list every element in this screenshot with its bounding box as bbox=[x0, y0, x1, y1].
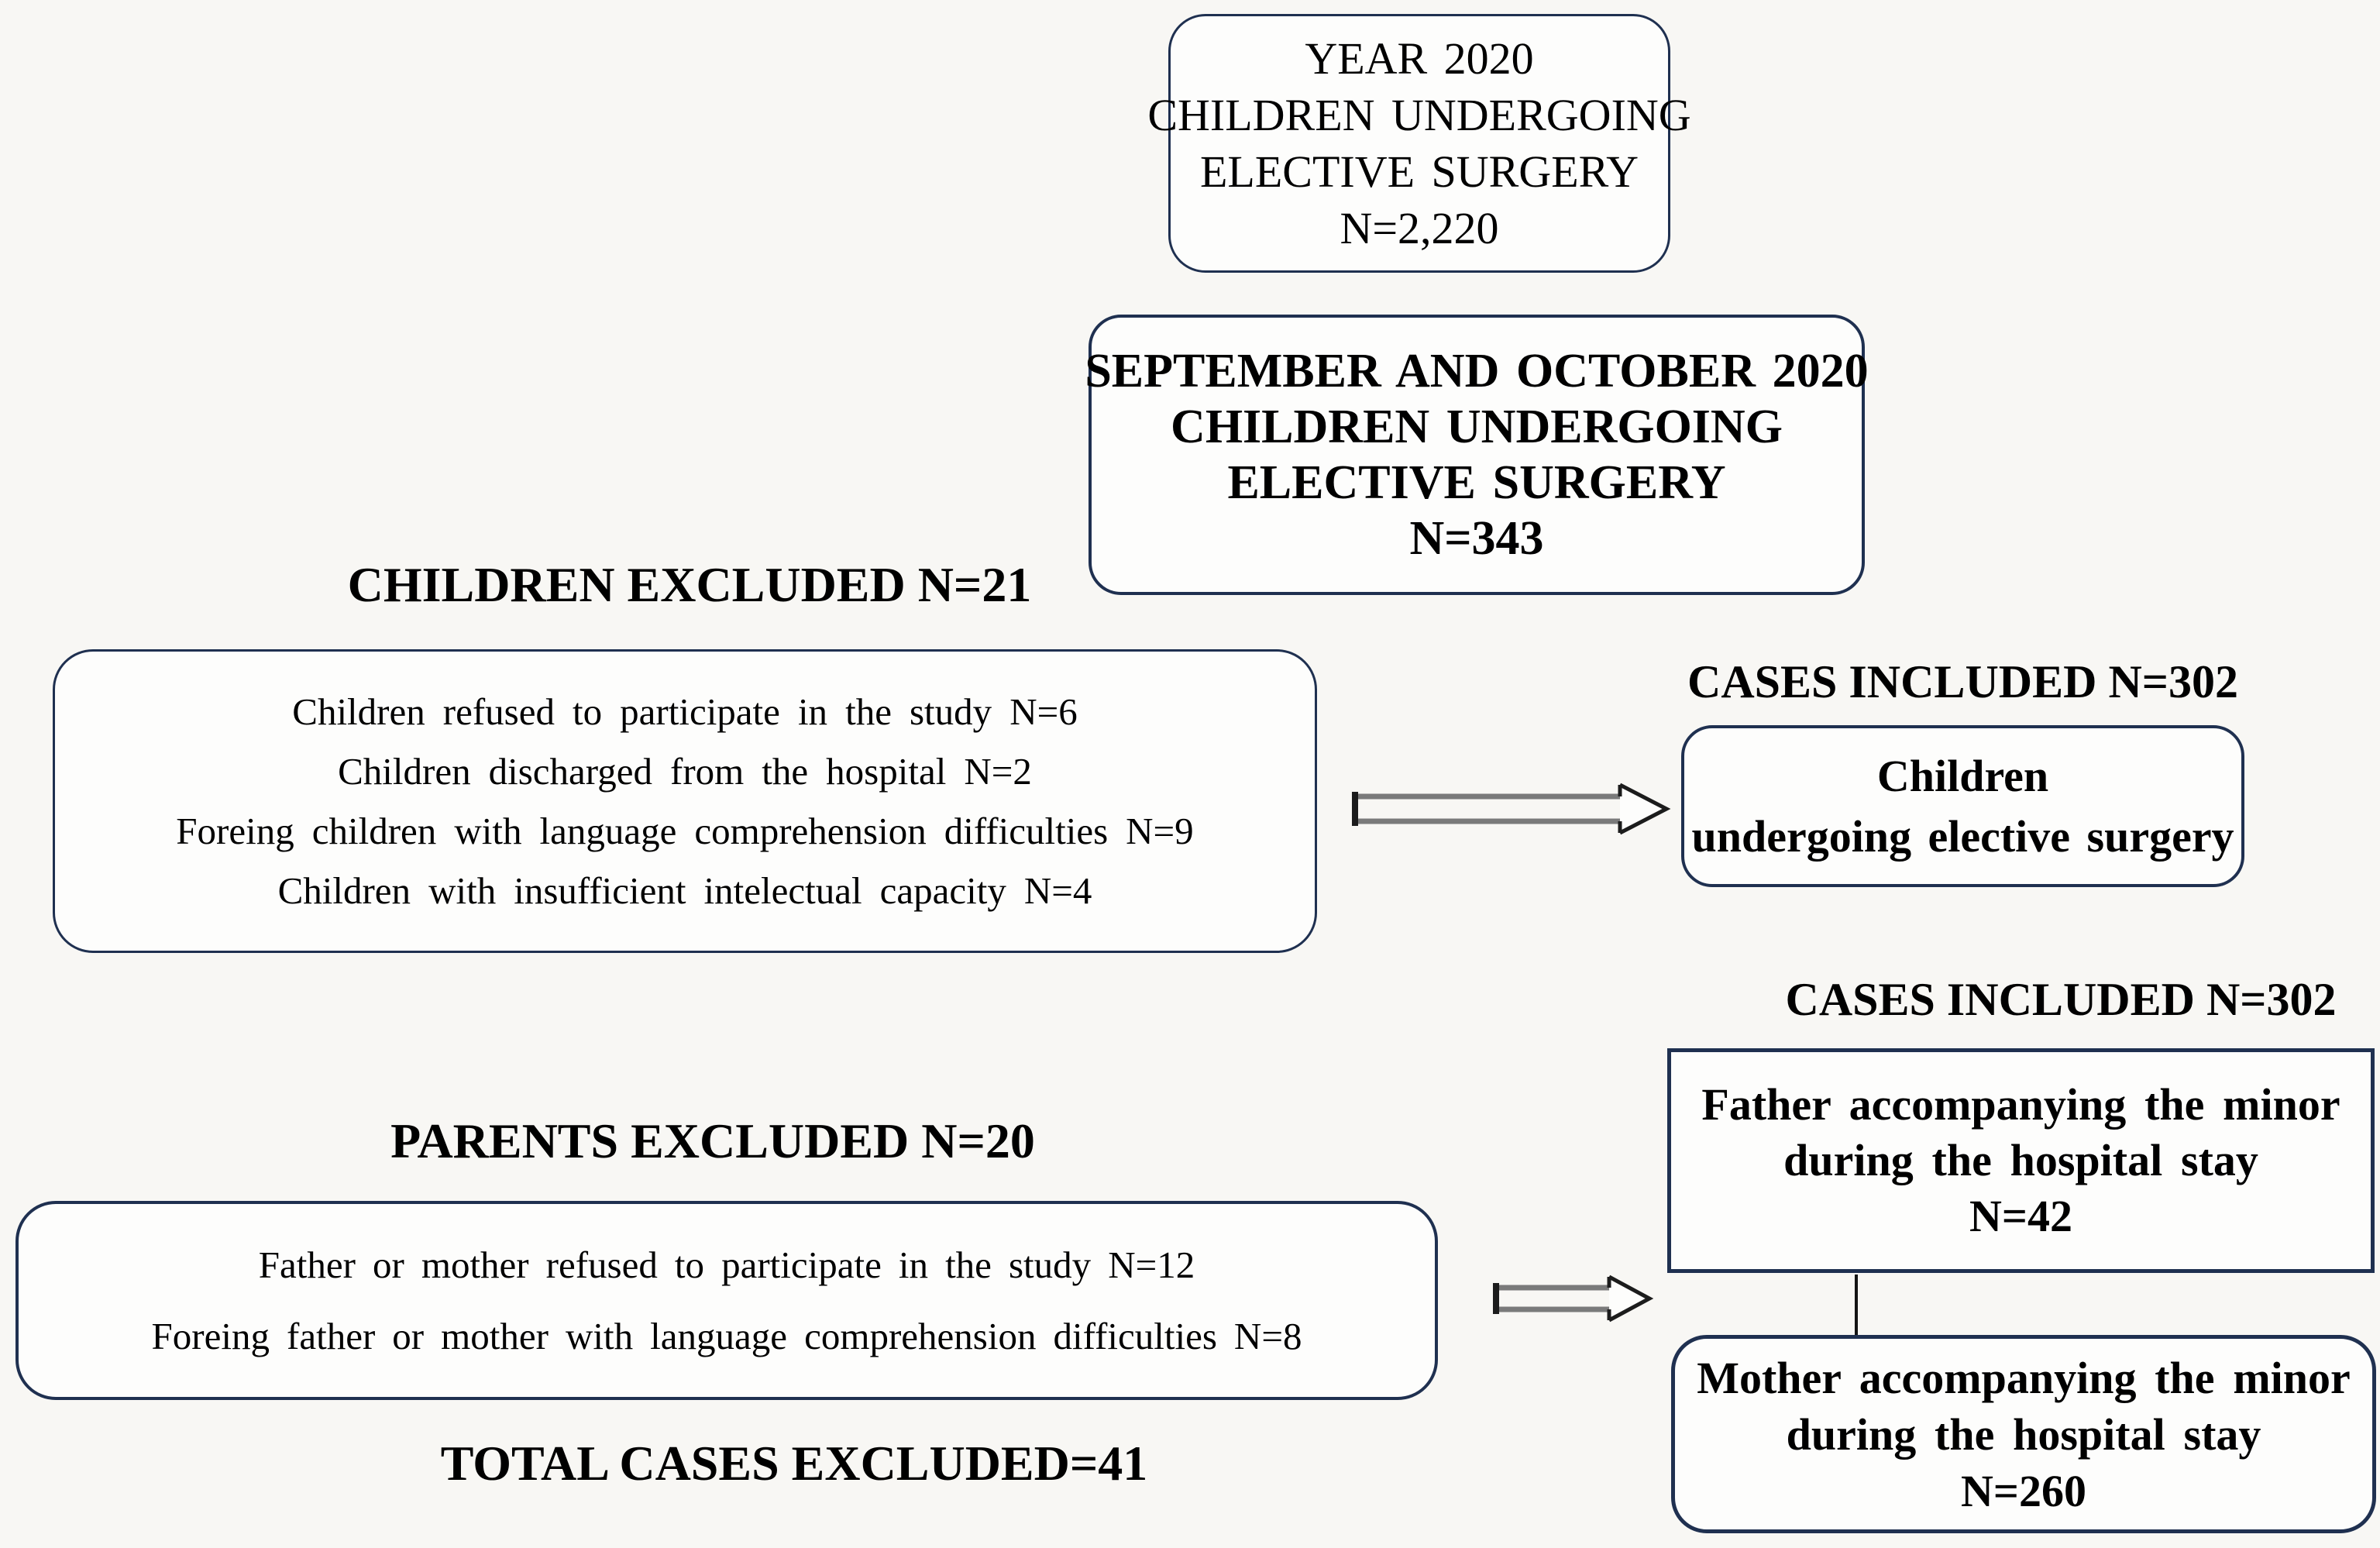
box-line: CHILDREN UNDERGOING bbox=[1171, 401, 1783, 453]
box-line: during the hospital stay bbox=[1786, 1409, 2261, 1460]
box-line: undergoing elective surgery bbox=[1691, 810, 2234, 862]
box-line: Mother accompanying the minor bbox=[1697, 1352, 2351, 1403]
box-line: YEAR 2020 bbox=[1305, 33, 1534, 84]
children-included-box: Children undergoing elective surgery bbox=[1681, 725, 2244, 887]
mother-accompanying-box: Mother accompanying the minor during the… bbox=[1671, 1335, 2376, 1533]
box-line: CHILDREN UNDERGOING bbox=[1147, 90, 1691, 140]
cases-included-label-2: CASES INCLUDED N=302 bbox=[1785, 974, 2337, 1025]
box-line: Children refused to participate in the s… bbox=[292, 690, 1078, 733]
children-excluded-label: CHILDREN EXCLUDED N=21 bbox=[347, 557, 1032, 612]
box-line: N=343 bbox=[1409, 512, 1544, 565]
september-october-box: SEPTEMBER AND OCTOBER 2020 CHILDREN UNDE… bbox=[1085, 315, 1869, 595]
box-line: Foreing father or mother with language c… bbox=[151, 1314, 1302, 1357]
children-excluded-box: Children refused to participate in the s… bbox=[53, 649, 1317, 953]
father-accompanying-box: Father accompanying the minor during the… bbox=[1667, 1048, 2375, 1273]
total-cases-excluded-label: TOTAL CASES EXCLUDED=41 bbox=[440, 1436, 1148, 1491]
box-line: Children discharged from the hospital N=… bbox=[338, 750, 1032, 793]
year-2020-box: YEAR 2020 CHILDREN UNDERGOING ELECTIVE S… bbox=[1147, 14, 1691, 273]
box-line: Foreing children with language comprehen… bbox=[176, 810, 1194, 852]
box-line: ELECTIVE SURGERY bbox=[1199, 146, 1639, 197]
box-line: Father accompanying the minor bbox=[1701, 1079, 2340, 1130]
cases-included-label-1: CASES INCLUDED N=302 bbox=[1687, 656, 2238, 707]
box-line: N=260 bbox=[1961, 1465, 2086, 1516]
parents-excluded-box: Father or mother refused to participate … bbox=[15, 1201, 1438, 1400]
box-line: Children with insufficient intelectual c… bbox=[277, 869, 1092, 912]
box-line: Father or mother refused to participate … bbox=[258, 1243, 1195, 1286]
box-line: N=42 bbox=[1969, 1191, 2072, 1241]
flow-arrow-right-icon bbox=[1352, 783, 1671, 835]
box-line: SEPTEMBER AND OCTOBER 2020 bbox=[1085, 345, 1869, 397]
flow-arrow-right-icon bbox=[1493, 1275, 1654, 1323]
box-line: Children bbox=[1876, 750, 2049, 801]
box-line: during the hospital stay bbox=[1783, 1135, 2258, 1185]
box-line: ELECTIVE SURGERY bbox=[1227, 456, 1726, 509]
box-line: N=2,220 bbox=[1340, 203, 1499, 253]
parents-excluded-label: PARENTS EXCLUDED N=20 bbox=[390, 1113, 1035, 1168]
father-mother-connector-line bbox=[1855, 1275, 1858, 1336]
